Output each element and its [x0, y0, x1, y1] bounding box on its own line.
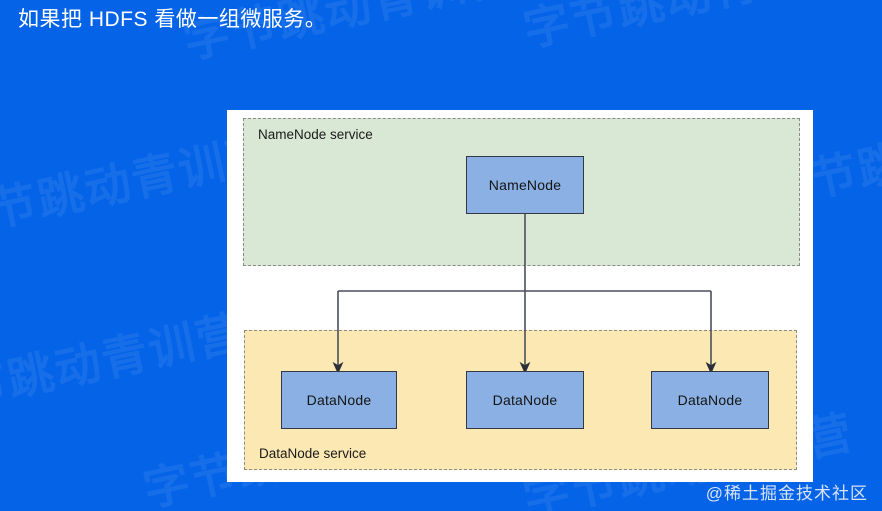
- node-namenode[interactable]: NameNode: [466, 156, 584, 214]
- credit-watermark: @稀土掘金技术社区: [705, 484, 868, 503]
- group-label-namenode-service: NameNode service: [258, 127, 373, 142]
- slide-title: 如果把 HDFS 看做一组微服务。: [18, 8, 327, 31]
- node-datanode-3[interactable]: DataNode: [651, 371, 769, 429]
- node-datanode-1[interactable]: DataNode: [281, 371, 397, 429]
- node-datanode-2[interactable]: DataNode: [466, 371, 584, 429]
- group-label-datanode-service: DataNode service: [259, 446, 367, 461]
- diagram-panel: NameNode service DataNode service: [227, 110, 813, 482]
- background-watermark: 字节跳动青训营: [517, 0, 859, 60]
- background-watermark: 字节跳动青训营: [0, 305, 249, 427]
